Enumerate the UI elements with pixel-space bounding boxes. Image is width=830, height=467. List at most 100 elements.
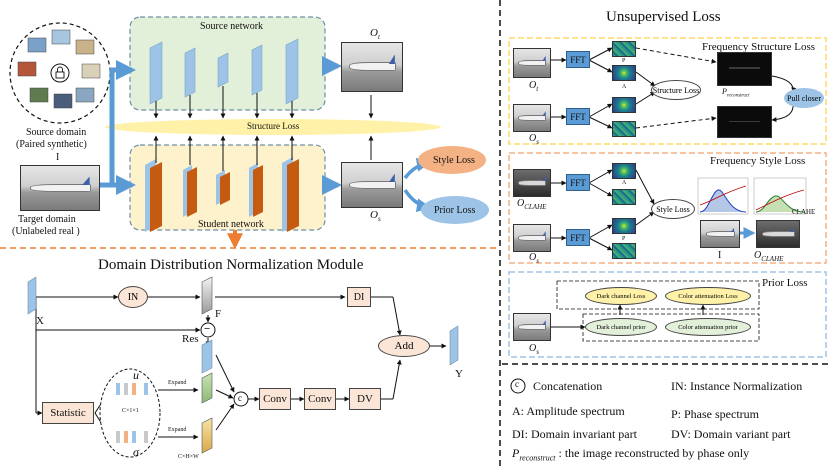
prior-os-image — [513, 313, 551, 341]
legend-p: P: Phase spectrum — [671, 407, 759, 421]
subtract-op — [200, 322, 216, 338]
amplitude-spectrum-clahe — [612, 163, 636, 179]
input-I-label: I — [56, 152, 60, 163]
cxhxw-label: C×H×W — [178, 454, 199, 460]
clahe-input-label: I — [718, 250, 722, 261]
f-tensor — [201, 276, 213, 315]
color-attenuation-loss-node: Color attenuation Loss — [665, 287, 751, 305]
statistic-node: Statistic — [42, 402, 94, 424]
target-domain-image — [20, 165, 100, 211]
in-node: IN — [118, 286, 148, 308]
os-image — [341, 162, 403, 208]
frequency-style-loss-panel — [508, 152, 827, 264]
fstyle-oclahe-image — [513, 169, 551, 197]
fsl-ot-image — [513, 48, 551, 78]
clahe-label: CLAHE — [792, 208, 816, 216]
style-loss-ellipse — [418, 146, 486, 174]
phase-spectrum-clahe — [612, 189, 636, 205]
legend-di: DI: Domain invariant part — [512, 427, 637, 441]
legend-concat-icon — [510, 378, 526, 394]
phase-spectrum-ot — [612, 41, 636, 57]
target-domain-label: Target domain — [18, 214, 76, 225]
style-loss-label: Style Loss — [433, 155, 475, 166]
minus-symbol: − — [204, 323, 211, 335]
dv-node: DV — [349, 388, 381, 410]
prior-loss-ellipse — [421, 196, 489, 224]
fsl-title: Frequency Structure Loss — [702, 41, 816, 53]
pull-closer-node: Pull closer — [784, 88, 824, 108]
legend-concatenation: Concatenation — [533, 379, 603, 393]
fsl-ot-label: Ot — [529, 80, 539, 93]
conv-node-2: Conv — [304, 388, 336, 410]
p-reconstruct-label: Preconstruct — [722, 87, 750, 99]
add-node: Add — [378, 335, 430, 357]
a-label-1: A — [622, 84, 627, 90]
expanded-sigma-tensor — [201, 417, 213, 454]
lock-icon — [50, 63, 70, 83]
cx11-label: C×1×1 — [122, 408, 139, 414]
student-network-label: Student network — [198, 219, 264, 230]
amplitude-spectrum-ot — [612, 65, 636, 81]
res-tensor — [201, 339, 213, 374]
fstyle-oclahe-label: OCLAHE — [517, 198, 547, 211]
phase-spectrum-os2 — [612, 243, 636, 259]
res-label: Res — [182, 333, 199, 345]
source-domain-sublabel: (Paired synthetic) — [16, 139, 87, 150]
p-reconstruct-image-2 — [717, 106, 772, 138]
prior-arrows — [551, 304, 706, 330]
x-tensor — [27, 276, 37, 315]
concat-op — [233, 391, 249, 407]
ddn-lines — [35, 294, 447, 440]
fstyle-os-label: Os — [529, 252, 539, 265]
target-domain-sublabel: (Unlabeled real ) — [12, 226, 80, 237]
source-thumbnails — [17, 29, 101, 109]
clahe-output-label: OCLAHE — [754, 250, 784, 263]
os-label: Os — [370, 209, 381, 224]
prior-loss-dashed-box — [556, 280, 760, 310]
fsl-os-image — [513, 104, 551, 132]
di-node: DI — [347, 287, 371, 307]
f-label: F — [215, 308, 222, 320]
ot-image — [341, 42, 403, 92]
y-tensor — [449, 325, 459, 366]
structure-loss-ellipse — [105, 119, 441, 135]
statistic-vectors — [116, 383, 148, 443]
clahe-input-image — [700, 220, 740, 248]
x-label: X — [36, 315, 44, 327]
fsl-structure-loss-node: Structure Loss — [651, 80, 701, 100]
prior-loss-panel — [508, 271, 827, 358]
fft-box-2: FFT — [566, 108, 590, 125]
student-network-blocks — [145, 157, 299, 232]
color-attenuation-prior-node: Color attenuation prior — [665, 318, 751, 336]
structure-arrows — [153, 86, 374, 171]
phase-spectrum-os — [612, 121, 636, 137]
expand-label-1: Expand — [168, 380, 187, 386]
conv-node-1: Conv — [259, 388, 291, 410]
legend-p-reconstruct: Preconstruct : the image reconstructed b… — [512, 446, 750, 463]
structure-loss-label: Structure Loss — [247, 121, 300, 131]
source-domain-label: Source domain — [26, 127, 87, 138]
frequency-structure-loss-panel — [508, 37, 827, 145]
ddn-title: Domain Distribution Normalization Module — [98, 257, 364, 273]
fstyle-os-image — [513, 224, 551, 252]
unsupervised-loss-title: Unsupervised Loss — [606, 9, 721, 25]
expanded-u-tensor — [201, 372, 213, 404]
p-label-1: P — [622, 58, 626, 64]
fft-box-3: FFT — [566, 174, 590, 191]
legend-in: IN: Instance Normalization — [671, 379, 803, 393]
fft-box-4: FFT — [566, 229, 590, 246]
source-network-blocks — [149, 38, 299, 105]
clahe-histograms — [697, 177, 807, 215]
legend-a: A: Amplitude spectrum — [512, 404, 625, 418]
ot-label: Ot — [370, 27, 380, 42]
source-network-label: Source network — [200, 21, 264, 32]
blue-flow-arrows — [100, 56, 342, 195]
fft-box-1: FFT — [566, 51, 590, 68]
legend-concat-symbol: c — [515, 379, 519, 389]
amplitude-spectrum-os2 — [612, 218, 636, 234]
prior-title: Prior Loss — [762, 277, 808, 289]
a-label-2: A — [622, 180, 627, 186]
fsl-os-label: Os — [529, 133, 539, 146]
p-label-2: P — [622, 236, 626, 242]
